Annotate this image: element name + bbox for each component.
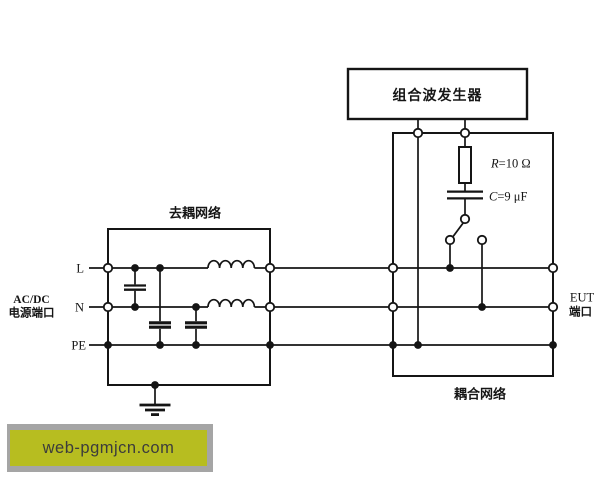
capacitor-l-n-icon — [124, 268, 146, 307]
junction-dot — [446, 264, 454, 272]
generator-label: 组合波发生器 — [393, 87, 483, 104]
coupling-network-label: 耦合网络 — [454, 387, 506, 402]
generator-box — [346, 67, 529, 121]
junction-dot — [389, 341, 397, 349]
terminal-node — [412, 127, 424, 139]
decoupling-network-label: 去耦网络 — [169, 206, 221, 221]
terminal-node — [387, 301, 399, 313]
junction-dot — [478, 303, 486, 311]
switch-pivot-node — [459, 213, 471, 225]
capacitor-n-pe-icon — [185, 307, 207, 345]
terminal-node — [547, 301, 559, 313]
capacitor-l-pe-icon — [149, 268, 171, 345]
switch-contact-node — [444, 234, 456, 246]
source-port-label-line1: AC/DC — [13, 294, 49, 306]
eut-port-label-line1: EUT — [570, 291, 595, 305]
junction-dot — [549, 341, 557, 349]
capacitor-surge-icon — [447, 190, 483, 200]
junction-dot — [131, 264, 139, 272]
power-lines — [89, 259, 553, 346]
inductor-l-icon — [207, 259, 256, 269]
junction-dot — [192, 303, 200, 311]
resistor-value-label: R=10 Ω — [490, 157, 531, 171]
inductor-n-icon — [207, 298, 256, 308]
junction-dot — [131, 303, 139, 311]
junction-dot — [192, 341, 200, 349]
junction-dot — [156, 264, 164, 272]
watermark-banner: web-pgmjcn.com — [10, 430, 207, 466]
resistor-icon — [458, 146, 472, 184]
watermark-text: web-pgmjcn.com — [42, 438, 175, 457]
terminal-node — [264, 301, 276, 313]
resistor-value: =10 Ω — [499, 157, 531, 171]
capacitor-symbol: C — [489, 190, 498, 204]
terminal-node — [547, 262, 559, 274]
surge-branch — [447, 146, 483, 307]
junction-dots — [104, 264, 557, 389]
line-l-label: L — [76, 262, 84, 276]
line-pe-label: PE — [71, 339, 86, 353]
junction-dot — [414, 341, 422, 349]
terminal-node — [387, 262, 399, 274]
coupling-network-box — [392, 132, 554, 377]
terminal-node — [264, 262, 276, 274]
switch-contact-node — [476, 234, 488, 246]
earth-ground-icon — [139, 385, 171, 416]
capacitor-value: =9 μF — [497, 190, 527, 204]
terminals — [102, 127, 559, 313]
resistor-symbol: R — [490, 157, 499, 171]
terminal-node — [102, 262, 114, 274]
terminal-node — [459, 127, 471, 139]
eut-port-label-line2: 端口 — [569, 305, 592, 319]
junction-dot — [151, 381, 159, 389]
junction-dot — [266, 341, 274, 349]
line-n-label: N — [75, 301, 84, 315]
terminal-node — [102, 301, 114, 313]
source-port-label-line2: 电源端口 — [9, 306, 55, 320]
junction-dot — [104, 341, 112, 349]
watermark: web-pgmjcn.com — [7, 424, 213, 472]
capacitor-value-label: C=9 μF — [489, 190, 527, 204]
junction-dot — [156, 341, 164, 349]
